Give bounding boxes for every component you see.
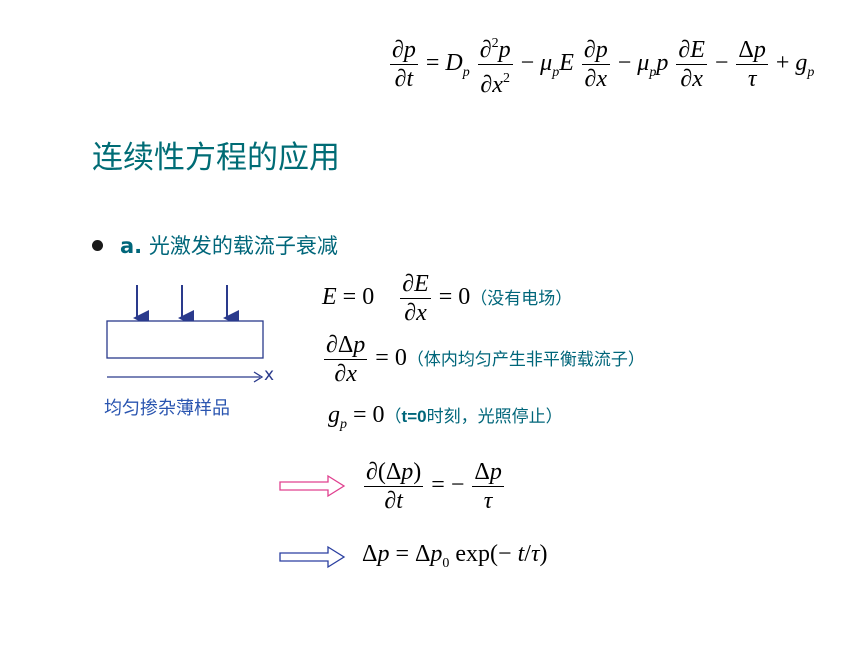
condition-2: ∂Δp∂x = 0（体内均匀产生非平衡载流子）	[324, 332, 645, 387]
continuity-equation: ∂p∂t = Dp ∂2p∂x2 − μpE ∂p∂x − μpp ∂E∂x −…	[388, 30, 814, 99]
condition-1-note: （没有电场）	[470, 289, 573, 310]
section-heading: a. 光激发的载流子衰减	[120, 230, 338, 260]
decay-solution: Δp = Δp0 exp(− t/τ)	[362, 541, 548, 571]
page-title: 连续性方程的应用	[92, 140, 340, 176]
section-label: 光激发的载流子衰减	[148, 234, 338, 258]
bullet-dot	[92, 240, 103, 251]
sample-rectangle	[106, 320, 264, 359]
section-prefix: a.	[120, 234, 143, 258]
x-axis-arrowhead	[253, 371, 264, 383]
sample-diagram	[106, 285, 264, 383]
condition-1: E = 0 ∂E∂x = 0（没有电场）	[322, 271, 573, 326]
condition-2-note: （体内均匀产生非平衡载流子）	[406, 350, 645, 371]
diagram-caption: 均匀掺杂薄样品	[104, 398, 230, 419]
implies-arrow-blue	[279, 545, 346, 569]
implies-arrow-pink	[279, 474, 346, 498]
condition-3: gp = 0（t=0时刻，光照停止）	[328, 402, 563, 432]
light-arrows	[133, 285, 239, 326]
x-axis-label: x	[264, 365, 275, 385]
condition-3-note: （t=0时刻，光照停止）	[384, 407, 563, 427]
